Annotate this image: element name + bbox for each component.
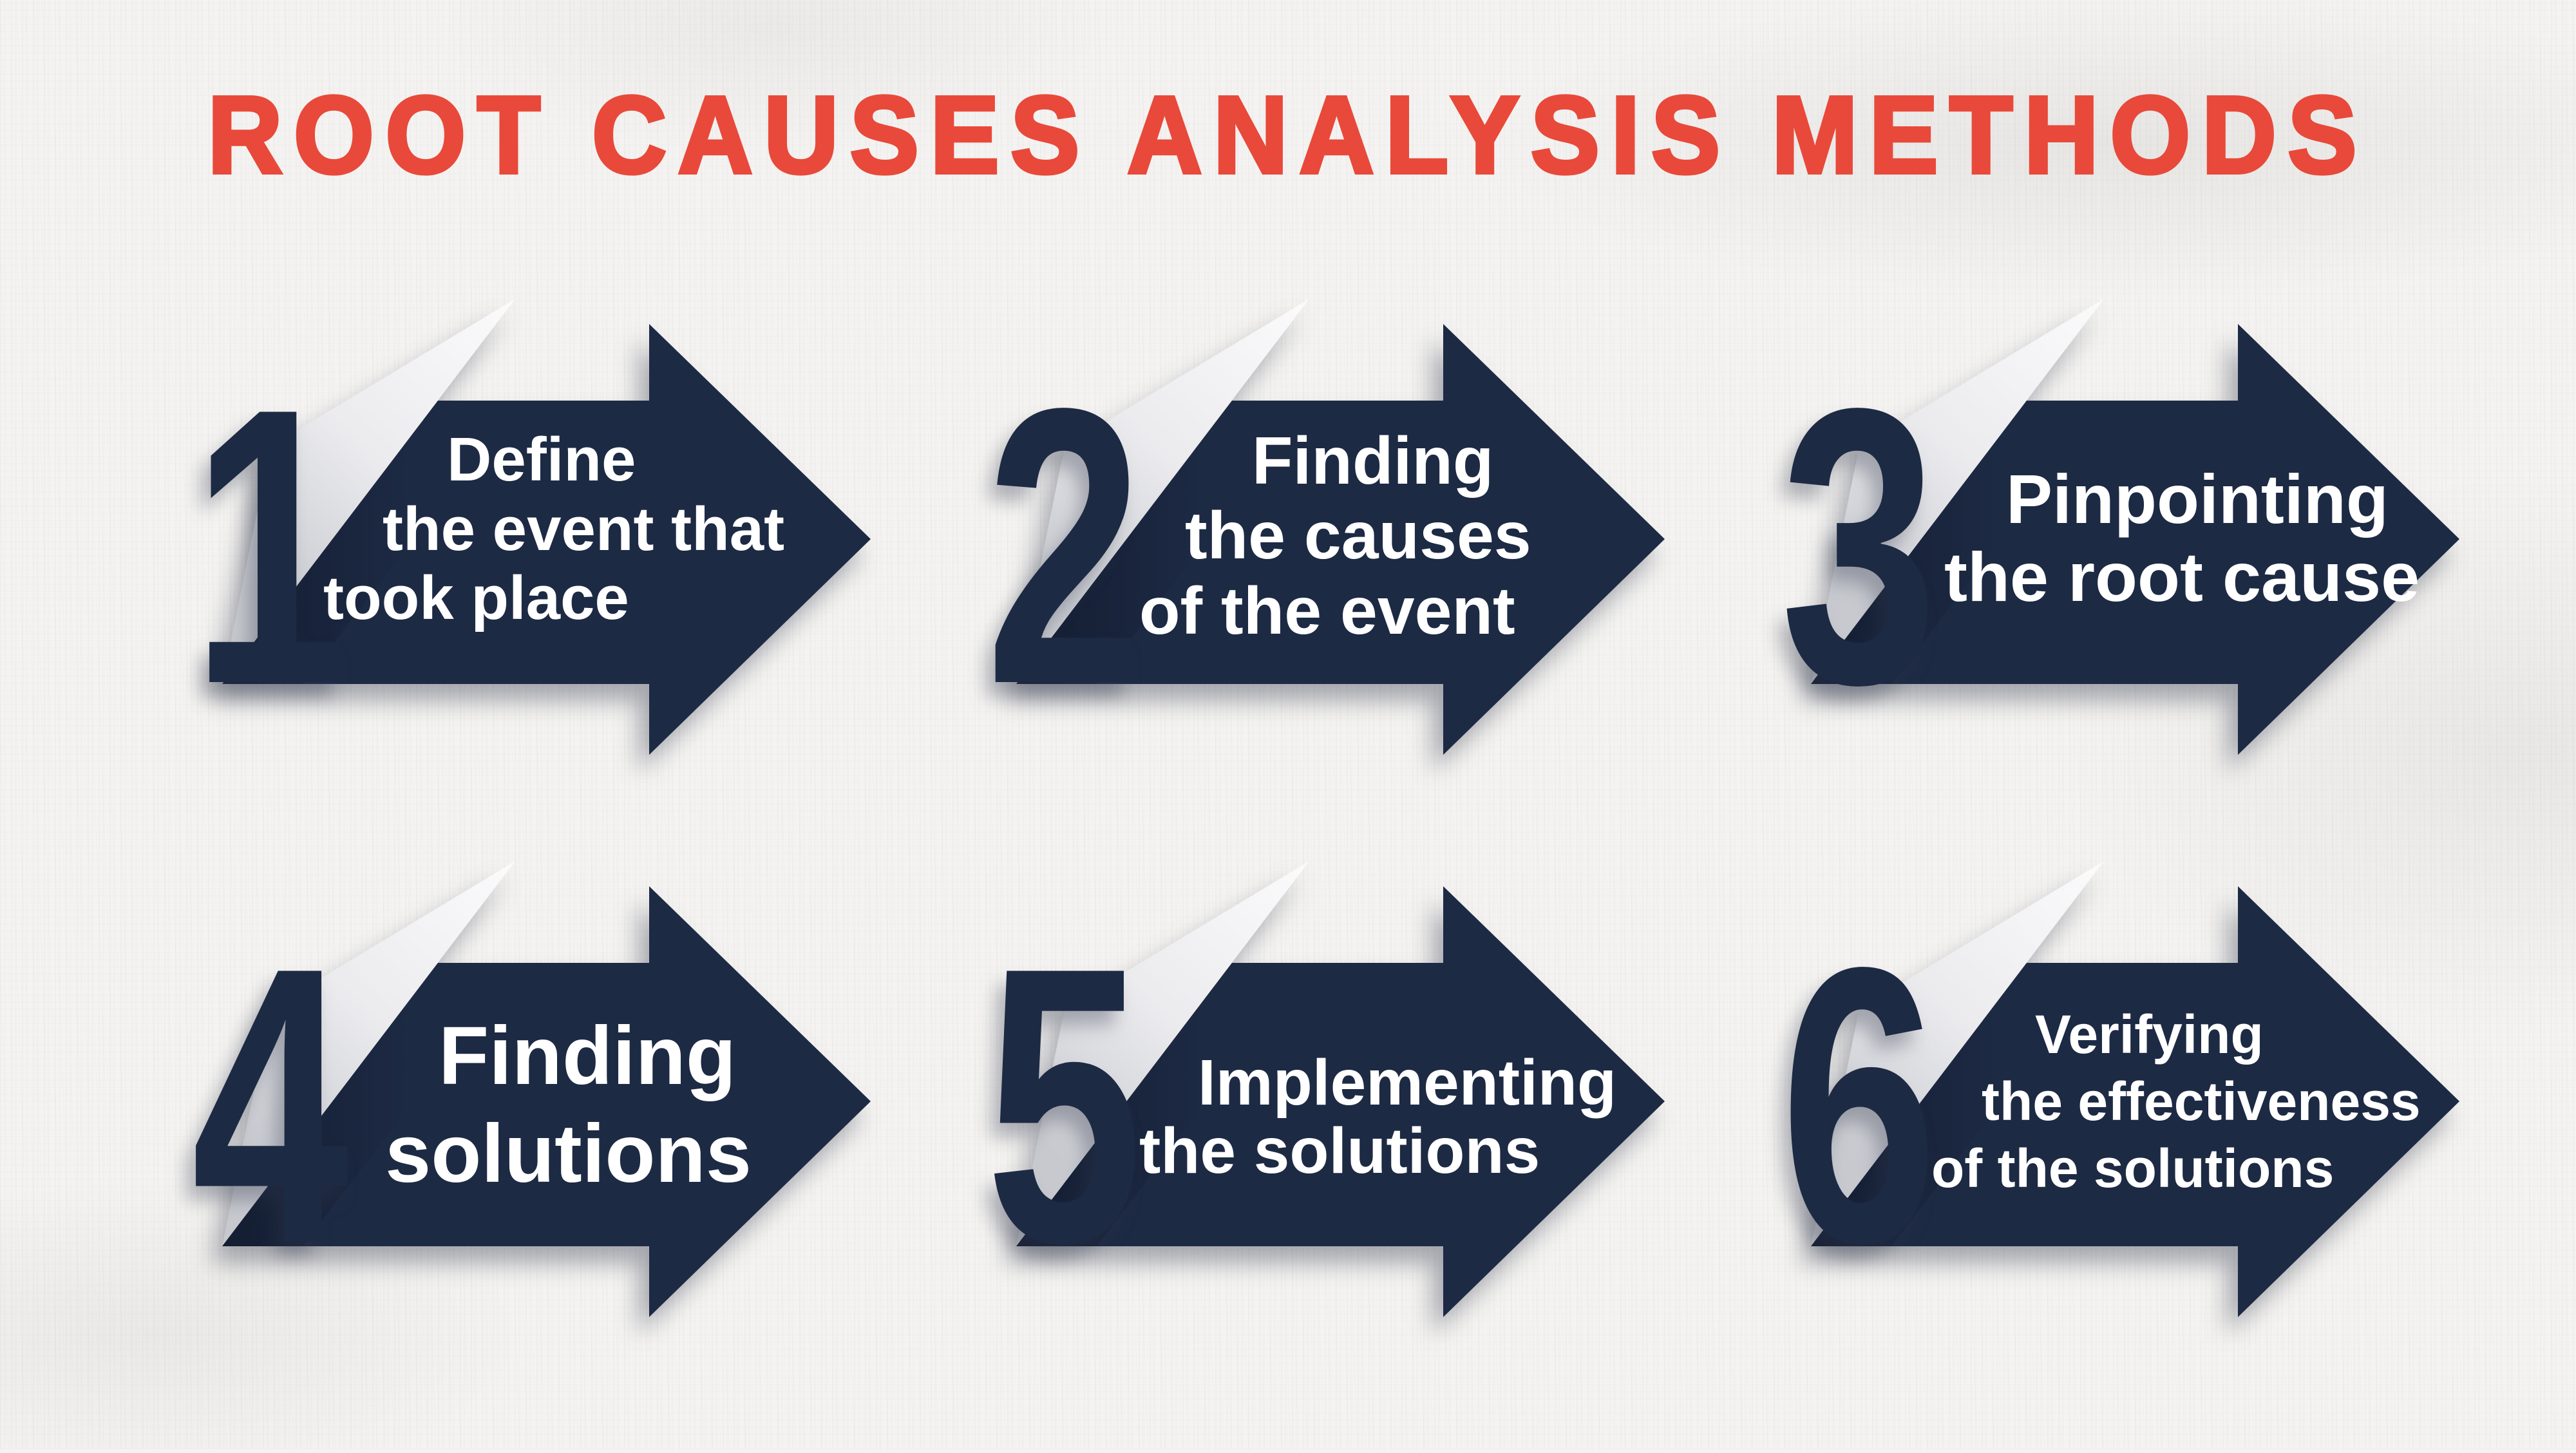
step-text-line: took place — [323, 564, 629, 633]
step-number: 5 — [985, 886, 1143, 1325]
step-text-line: Finding — [439, 1010, 737, 1102]
step-text-line: the solutions — [1139, 1115, 1540, 1187]
step-text-line: Verifying — [2035, 1004, 2264, 1065]
step-number: 6 — [1780, 886, 1938, 1325]
step-text-line: the root cause — [1944, 537, 2420, 616]
step-text-line: Implementing — [1198, 1047, 1617, 1119]
step-text-line: Define — [447, 425, 636, 494]
step-text-line: of the solutions — [1931, 1138, 2334, 1199]
step-text-line: the event that — [383, 494, 785, 564]
step-number: 4 — [191, 886, 349, 1325]
step-text-line: the causes — [1185, 499, 1531, 574]
step-text-line: of the event — [1139, 573, 1515, 649]
step-text-line: solutions — [385, 1108, 752, 1201]
page-title: ROOT CAUSES ANALYSIS METHODS — [206, 71, 2369, 198]
step-text-line: the effectiveness — [1982, 1071, 2421, 1132]
step-number: 1 — [191, 327, 349, 766]
step-number: 2 — [985, 327, 1143, 766]
step-text-line: Pinpointing — [2006, 460, 2389, 538]
step-number: 3 — [1780, 327, 1938, 766]
step-text-line: Finding — [1252, 424, 1494, 499]
